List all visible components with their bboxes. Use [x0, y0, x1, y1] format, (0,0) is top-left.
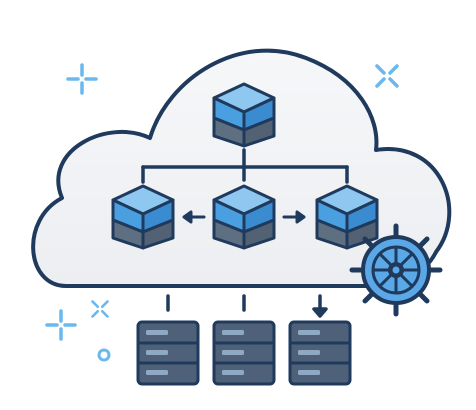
- dot-sparkle-icon: [97, 348, 111, 362]
- sparkle-icon: [91, 300, 109, 318]
- server-rack-icon: [212, 320, 276, 386]
- sparkle-icon: [45, 309, 77, 341]
- helm-wheel-icon: [349, 223, 443, 317]
- cube-node-icon: [111, 184, 175, 250]
- cube-node-icon: [212, 82, 276, 148]
- arrow-right-icon: [282, 210, 306, 224]
- server-rack-icon: [288, 320, 352, 386]
- connector-lines: [166, 294, 328, 318]
- sparkle-icon: [375, 64, 399, 88]
- cube-node-icon: [212, 184, 276, 250]
- sparkle-icon: [66, 63, 98, 95]
- connector-lines: [141, 148, 349, 184]
- arrow-left-icon: [182, 210, 206, 224]
- server-rack-icon: [136, 320, 200, 386]
